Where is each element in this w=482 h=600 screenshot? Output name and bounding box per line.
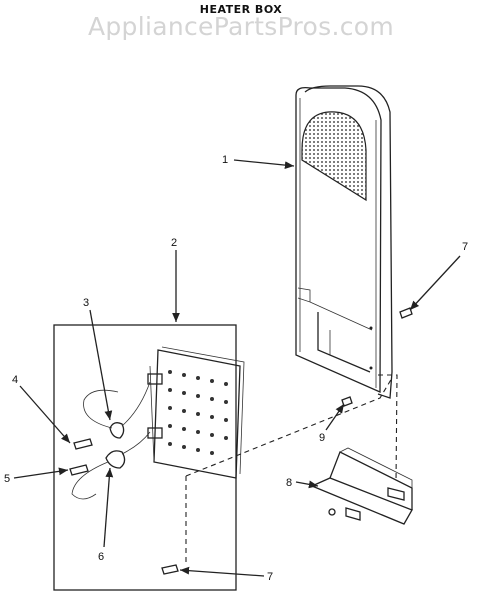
- callout-2: 2: [171, 237, 177, 249]
- diagram-title: HEATER BOX: [199, 3, 283, 16]
- mounting-bracket: [310, 447, 413, 525]
- callout-5: 5: [4, 473, 10, 485]
- callout-8: 8: [286, 477, 292, 489]
- callout-9: 9: [319, 432, 325, 444]
- callout-4: 4: [12, 374, 18, 386]
- callout-1: 1: [222, 154, 228, 166]
- callout-3: 3: [83, 297, 89, 309]
- heater-box-housing: [295, 85, 393, 399]
- callout-leaders: [13, 159, 461, 577]
- watermark-text: AppliancePartsPros.com: [87, 12, 395, 41]
- washer: [328, 508, 336, 516]
- callout-6: 6: [98, 551, 104, 563]
- callout-7-right: 7: [462, 241, 468, 253]
- assembly-guide-lines: [185, 374, 398, 565]
- screw-7-right: [399, 307, 413, 319]
- control-bracket-assembly: [53, 324, 245, 591]
- callout-7-bottom: 7: [267, 571, 273, 583]
